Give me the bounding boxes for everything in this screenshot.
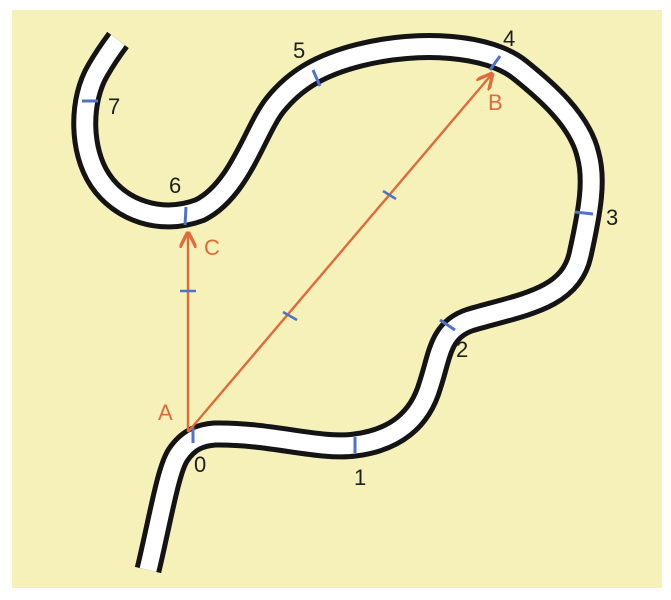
- point-labels: A B C: [158, 90, 503, 425]
- point-label-a: A: [158, 400, 173, 425]
- marker-tick-2: [439, 318, 456, 332]
- vector-ab-tick-1: [282, 310, 298, 322]
- marker-tick-5: [311, 69, 322, 87]
- displacement-vectors: [180, 74, 492, 433]
- marker-label-4: 4: [503, 26, 515, 51]
- marker-labels: 0 1 2 3 4 5 6 7: [108, 26, 618, 490]
- vector-a-to-b: [187, 74, 492, 433]
- marker-label-0: 0: [194, 452, 206, 477]
- vector-ab-tick-2: [382, 189, 397, 201]
- marker-label-5: 5: [293, 38, 305, 63]
- marker-tick-3: [574, 210, 594, 216]
- marker-tick-6: [183, 206, 188, 226]
- marker-label-7: 7: [108, 94, 120, 119]
- point-label-c: C: [204, 235, 220, 260]
- marker-tick-4: [488, 55, 502, 71]
- marker-label-2: 2: [456, 337, 468, 362]
- marker-label-3: 3: [606, 205, 618, 230]
- point-label-b: B: [488, 90, 503, 115]
- marker-label-6: 6: [169, 173, 181, 198]
- marker-label-1: 1: [354, 465, 366, 490]
- river-marker-ticks: [82, 55, 594, 453]
- river-path: [71, 31, 605, 574]
